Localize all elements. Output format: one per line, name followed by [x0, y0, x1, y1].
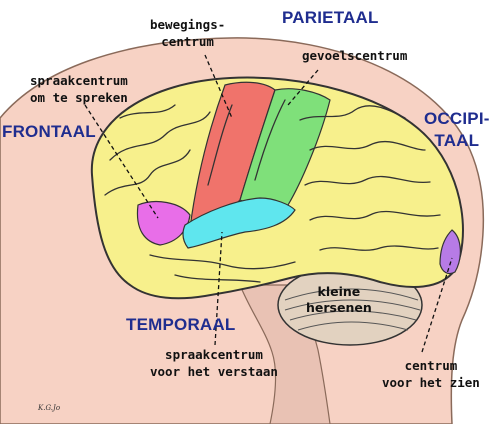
- visual-cortex-label-line1: centrum: [404, 358, 458, 373]
- temporal-lobe-label: TEMPORAAL: [126, 315, 236, 334]
- motor-cortex-label: bewegings- centrum: [150, 16, 225, 50]
- sensory-cortex-label: gevoelscentrum: [302, 48, 408, 63]
- wernicke-area-label-line2: voor het verstaan: [150, 364, 278, 379]
- wernicke-area: [182, 197, 296, 249]
- brain-folds: [104, 99, 441, 283]
- wernicke-area-label-line1: spraakcentrum: [165, 347, 263, 362]
- occipital-lobe-label: OCCIPI- TAAL: [424, 108, 490, 152]
- wernicke-area-label: spraakcentrum voor het verstaan: [150, 346, 278, 380]
- broca-area-label-line1: spraakcentrum: [30, 73, 128, 88]
- cerebellum: [277, 264, 423, 346]
- callout-line-spraak-spreken: [84, 104, 159, 219]
- cerebellum-label-line2: hersenen: [306, 300, 372, 315]
- callout-line-spraak-verstaan: [214, 231, 223, 346]
- callout-line-gevoelscentrum: [287, 69, 319, 106]
- visual-cortex-label: centrum voor het zien: [382, 357, 480, 391]
- motor-cortex-label-line1: bewegings-: [150, 17, 226, 32]
- cerebellum-label-line1: kleine: [317, 284, 361, 299]
- cerebellum-label: kleine hersenen: [306, 284, 372, 316]
- callout-lines: [84, 54, 453, 353]
- callout-line-zien: [421, 257, 453, 353]
- visual-cortex-area: [439, 229, 461, 275]
- parietal-lobe-label: PARIETAAL: [282, 8, 379, 27]
- callout-line-bewegingscentrum: [204, 54, 233, 119]
- frontal-lobe-label: FRONTAAL: [2, 122, 96, 141]
- broca-area-label-line2: om te spreken: [30, 90, 128, 105]
- broca-area-label: spraakcentrum om te spreken: [30, 72, 128, 106]
- artist-signature: K.G.Jo: [38, 404, 61, 412]
- motor-cortex-label-line2: centrum: [161, 34, 214, 49]
- visual-cortex-label-line2: voor het zien: [382, 375, 480, 390]
- occipital-lobe-label-line2: TAAL: [434, 131, 480, 150]
- occipital-lobe-label-line1: OCCIPI-: [424, 109, 490, 128]
- broca-area: [136, 201, 191, 246]
